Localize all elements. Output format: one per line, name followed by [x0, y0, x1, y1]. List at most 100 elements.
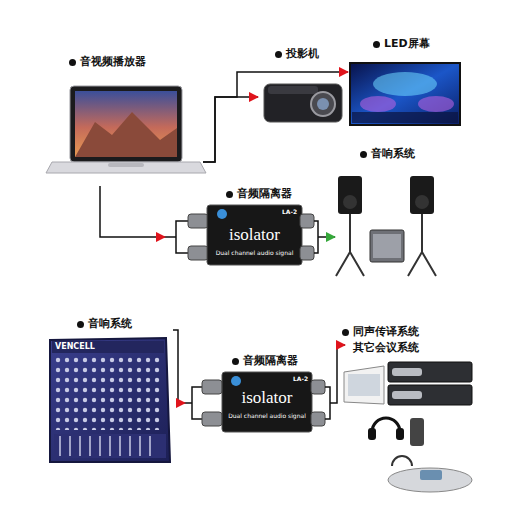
mixer-illustration-part: [50, 338, 170, 462]
bullet-dot: [360, 151, 367, 158]
speaker-system-illustration-part: [408, 214, 436, 276]
conference-system-illustration: [344, 362, 472, 492]
isolator-illustration-part: [185, 387, 202, 419]
isolator-illustration-part: [311, 380, 325, 394]
speaker-system-illustration-part: [410, 176, 434, 214]
conference-system-illustration-part: [396, 428, 404, 440]
isolator-illustration-part: [231, 376, 241, 386]
isolator-illustration-part: [207, 205, 302, 265]
conference-system-illustration-part: [388, 362, 472, 382]
bullet-dot: [373, 41, 380, 48]
isolator-illustration-part: [165, 221, 188, 253]
led-screen-illustration: [350, 63, 460, 125]
bullet-dot: [342, 329, 349, 336]
laptop-illustration-part: [75, 91, 177, 157]
device-marking: isolator: [207, 226, 302, 245]
device-marking: VENCELL: [55, 343, 95, 352]
device-label: 音频隔离器: [243, 355, 298, 367]
bullet-dot: [232, 358, 239, 365]
device-label: 音响系统: [371, 148, 415, 160]
projector-illustration: [264, 84, 342, 122]
device-label: 音视频播放器: [80, 56, 146, 68]
isolator-illustration-part: [314, 221, 318, 253]
isolator-illustration: [165, 205, 318, 265]
isolator-illustration-part: [325, 387, 330, 419]
isolator-illustration-part: [217, 209, 227, 219]
isolator-illustration-part: [300, 246, 314, 260]
isolator-illustration-part: [222, 372, 312, 432]
isolator-illustration-part: [311, 412, 325, 426]
conference-system-illustration-part: [372, 418, 400, 432]
projector-node: 投影机: [258, 48, 346, 126]
conference-system-illustration-part: [392, 456, 412, 466]
isolator-illustration-part: [202, 412, 222, 426]
device-label: 同声传译系统: [353, 326, 419, 338]
conference-system-illustration-part: [388, 468, 472, 492]
conference-system-illustration-part: [348, 374, 380, 396]
conference-node: 同声传译系统其它会议系统: [345, 326, 480, 504]
speaker-node: 音响系统: [335, 148, 455, 278]
speaker-system-illustration-part: [338, 176, 362, 214]
speaker-system-illustration-part: [343, 195, 357, 209]
device-label: 其它会议系统: [353, 342, 419, 354]
laptop-illustration-part: [108, 163, 144, 167]
screen-node: LED屏幕: [348, 38, 460, 126]
signal-cable: [330, 345, 345, 403]
speaker-system-illustration-part: [415, 195, 429, 209]
led-screen-illustration-part: [373, 72, 437, 96]
isolator-illustration-part: [202, 380, 222, 394]
conference-system-illustration-part: [410, 418, 424, 446]
signal-cable: [100, 186, 165, 237]
projector-illustration-part: [311, 92, 335, 116]
laptop-illustration-part: [75, 112, 177, 157]
led-screen-illustration-part: [418, 96, 454, 112]
led-screen-illustration-part: [350, 63, 460, 125]
projector-illustration-part: [264, 84, 342, 122]
projector-illustration-part: [268, 86, 318, 94]
conference-system-illustration-part: [344, 366, 384, 404]
isolator-illustration-part: [188, 214, 208, 228]
mixer-illustration-part: [60, 436, 150, 456]
laptop-illustration: [46, 86, 206, 173]
device-label: 音响系统: [88, 318, 132, 330]
mixer-illustration-part: [54, 356, 162, 430]
mixer-illustration-part: [52, 341, 164, 353]
mixer-node: 音响系统 VENCELL: [45, 318, 173, 466]
device-marking: Dual channel audio signal: [222, 413, 312, 420]
signal-cable: [173, 330, 185, 403]
isolator-node: 音频隔离器 isolatorDual channel audio signal LA…: [185, 355, 330, 440]
mixer-illustration: [50, 338, 170, 462]
mixer-illustration-part: [54, 434, 166, 458]
isolator-illustration-part: [300, 214, 314, 228]
player-node: 音视频播放器: [48, 56, 203, 186]
conference-system-illustration-part: [392, 368, 422, 376]
signal-cable: [203, 72, 348, 162]
device-marking: LA-2: [293, 376, 308, 383]
projector-illustration-part: [317, 98, 329, 110]
laptop-illustration-part: [70, 86, 182, 162]
conference-system-illustration-part: [420, 470, 442, 480]
device-marking: isolator: [222, 389, 312, 408]
device-label: LED屏幕: [384, 38, 430, 50]
signal-cable: [203, 97, 258, 162]
isolator-node: 音频隔离器isolatorDual channel audio signalLA…: [165, 188, 318, 268]
led-screen-illustration-part: [352, 112, 458, 123]
device-marking: Dual channel audio signal: [207, 250, 302, 257]
bullet-dot: [226, 191, 233, 198]
laptop-illustration-part: [46, 162, 206, 173]
led-screen-illustration-part: [360, 96, 396, 112]
device-label: 投影机: [286, 48, 319, 60]
device-label: 音频隔离器: [237, 188, 292, 200]
bullet-dot: [275, 51, 282, 58]
bullet-dot: [69, 59, 76, 66]
speaker-system-illustration-part: [373, 234, 401, 258]
signal-cable: [318, 236, 335, 238]
conference-system-illustration-part: [388, 385, 472, 405]
speaker-system-illustration-part: [370, 230, 404, 262]
speaker-system-illustration-part: [336, 214, 364, 276]
isolator-illustration: [185, 372, 330, 432]
isolator-illustration-part: [188, 246, 208, 260]
speaker-system-illustration: [336, 176, 436, 276]
